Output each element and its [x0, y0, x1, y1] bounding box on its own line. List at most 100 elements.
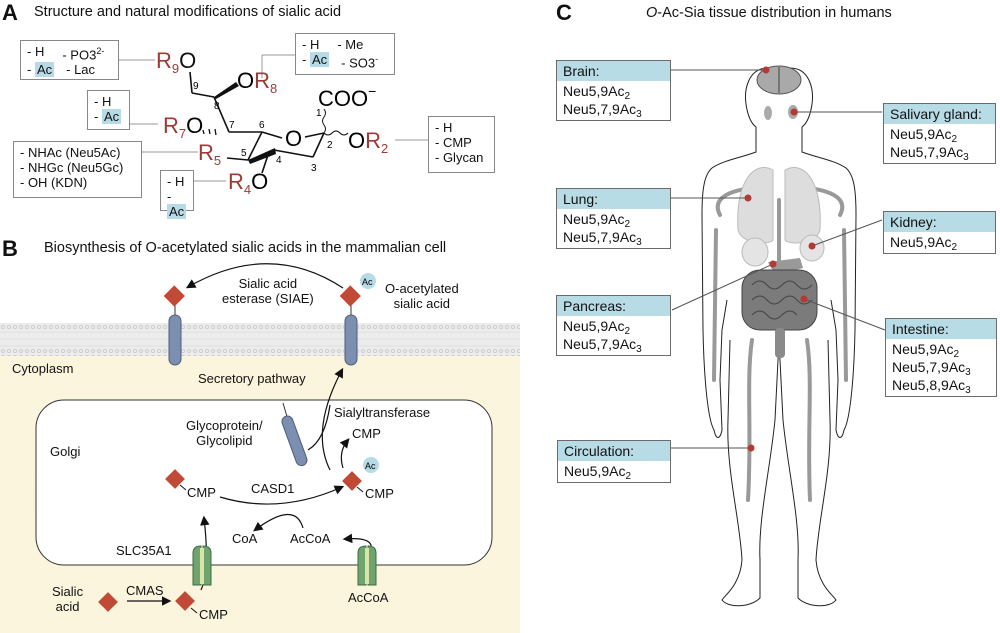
- sialic-acid-structure: R9O OR8 COO− R7O O OR2 R5 R4O 1 2 3 4 5 …: [118, 48, 428, 197]
- slc35a1-transporter: [192, 545, 212, 586]
- r8-substituent-box: - H- Me - Ac- SO3-: [295, 33, 395, 75]
- r4o-label: R4O: [228, 169, 268, 197]
- svg-text:8: 8: [214, 101, 220, 112]
- tissue-connectors: [670, 69, 886, 449]
- panel-c-title: O-Ac-Sia tissue distribution in humans: [646, 5, 892, 21]
- body-outline: [701, 67, 857, 607]
- coa-label: CoA: [232, 531, 258, 546]
- svg-text:Ac: Ac: [362, 277, 373, 287]
- svg-text:1: 1: [316, 108, 322, 119]
- r5-label: R5: [198, 140, 221, 168]
- cmp-oac-sia-diamond: [342, 471, 362, 491]
- sialyltransferase-label: Sialyltransferase: [334, 405, 431, 420]
- svg-text:3: 3: [311, 163, 317, 174]
- tissue-box-intestine: Intestine: Neu5,9Ac2 Neu5,7,9Ac3 Neu5,8,…: [885, 318, 997, 397]
- r4-substituent-box: - H - Ac: [160, 170, 194, 219]
- r9-substituent-box: - H- PO32- - Ac- Lac: [20, 40, 119, 80]
- liver: [741, 237, 769, 267]
- cmp-right-label: CMP: [365, 486, 394, 501]
- r7-substituent-box: - H - Ac: [87, 90, 130, 130]
- ring-oxygen: O: [285, 126, 302, 151]
- sialyltransferase-arrow: [307, 404, 331, 451]
- panel-b-title: Biosynthesis of O-acetylated sialic acid…: [44, 240, 447, 256]
- siae-arrow: [185, 263, 344, 289]
- r5-substituent-box: - NHAc (Neu5Ac) - NHGc (Neu5Gc) - OH (KD…: [13, 141, 142, 198]
- slc35a1-label: SLC35A1: [116, 543, 172, 558]
- cmp-sia-diamond: [165, 469, 185, 489]
- tissue-box-brain: Brain: Neu5,9Ac2 Neu5,7,9Ac3: [556, 60, 671, 121]
- cmp-left-label: CMP: [187, 485, 216, 500]
- carbon-numbers: 1 2 3 4 5 6 7 8 9: [193, 81, 333, 174]
- tissue-markers: [744, 66, 816, 452]
- membrane-glycoprotein-right: [344, 314, 358, 366]
- panel-b-letter: B: [2, 236, 18, 261]
- biosynthesis-diagram: Ac Ac: [0, 263, 520, 633]
- ac-bubble: [360, 273, 376, 289]
- marker-circulation: [747, 444, 755, 452]
- cmp-release-arrow: [339, 438, 350, 469]
- lung-left: [737, 167, 774, 244]
- carboxylate-label: COO−: [318, 83, 376, 111]
- marker-salivary: [790, 108, 798, 116]
- accoa-transport-arrow: [342, 533, 372, 583]
- tissue-box-salivary-gland: Salivary gland: Neu5,9Ac2 Neu5,7,9Ac3: [883, 103, 996, 164]
- tissue-box-kidney: Kidney: Neu5,9Ac2: [883, 211, 996, 254]
- wavy-bond-o2: [323, 130, 349, 136]
- ac-highlight: Ac: [167, 204, 187, 219]
- golgi-label: Golgi: [50, 444, 81, 459]
- oac-sialic-acid-diamond: [339, 285, 361, 307]
- bold-bond: [248, 148, 276, 164]
- svg-text:6: 6: [259, 120, 265, 131]
- ac-highlight: Ac: [309, 52, 330, 67]
- or8-label: OR8: [237, 68, 277, 96]
- svg-text:2: 2: [327, 140, 333, 151]
- svg-text:5: 5: [241, 148, 247, 159]
- ac-highlight: Ac: [101, 109, 122, 124]
- secretory-pathway-label: Secretory pathway: [198, 371, 306, 386]
- r9-label: R9O: [156, 48, 196, 76]
- rectum: [775, 328, 785, 358]
- membrane-glycoprotein-left: [168, 314, 182, 366]
- ac-highlight: Ac: [34, 62, 55, 78]
- tissue-box-pancreas: Pancreas: Neu5,9Ac2 Neu5,7,9Ac3: [556, 295, 671, 356]
- panel-a-title: Structure and natural modifications of s…: [34, 4, 342, 20]
- wavy-bond-c1: [322, 108, 326, 134]
- svg-text:4: 4: [276, 155, 282, 166]
- accoa-golgi-label: AcCoA: [290, 531, 331, 546]
- marker-lung: [744, 194, 752, 202]
- svg-text:7: 7: [229, 120, 235, 131]
- panel-a-letter: A: [2, 0, 18, 25]
- r7o-label: R7O: [163, 113, 203, 141]
- glycoprotein-label: Glycoprotein/Glycolipid: [186, 418, 263, 448]
- marker-brain: [762, 66, 770, 74]
- marker-pancreas: [769, 260, 777, 268]
- golgi-compartment: [35, 399, 493, 566]
- svg-text:Ac: Ac: [365, 461, 376, 471]
- cytoplasm-label: Cytoplasm: [12, 361, 74, 376]
- tissue-box-lung: Lung: Neu5,9Ac2 Neu5,7,9Ac3: [556, 188, 671, 249]
- accoa-cytoplasm-label: AcCoA: [348, 590, 389, 605]
- lung-right: [784, 167, 821, 244]
- hash-bond: [202, 128, 217, 136]
- tissue-box-circulation: Circulation: Neu5,9Ac2: [557, 440, 671, 483]
- ac-bubble-golgi: [363, 457, 379, 473]
- cmas-label: CMAS: [126, 583, 164, 598]
- r2-substituent-box: - H - CMP - Glycan: [428, 116, 495, 173]
- cmp-bottom-label: CMP: [199, 607, 228, 622]
- accoa-to-coa-arrow: [253, 513, 304, 532]
- marker-kidney: [808, 242, 816, 250]
- secretory-arrow: [321, 367, 344, 471]
- molecule-skeleton: [189, 71, 325, 174]
- marker-intestine: [800, 295, 808, 303]
- or2-label: OR2: [348, 128, 388, 156]
- salivary-gland-left: [764, 106, 772, 120]
- accoa-transporter: [357, 545, 377, 586]
- cmp-released-label: CMP: [352, 426, 381, 441]
- panel-c-letter: C: [556, 0, 572, 25]
- blood-vessels: [712, 185, 848, 502]
- casd1-label: CASD1: [251, 481, 295, 496]
